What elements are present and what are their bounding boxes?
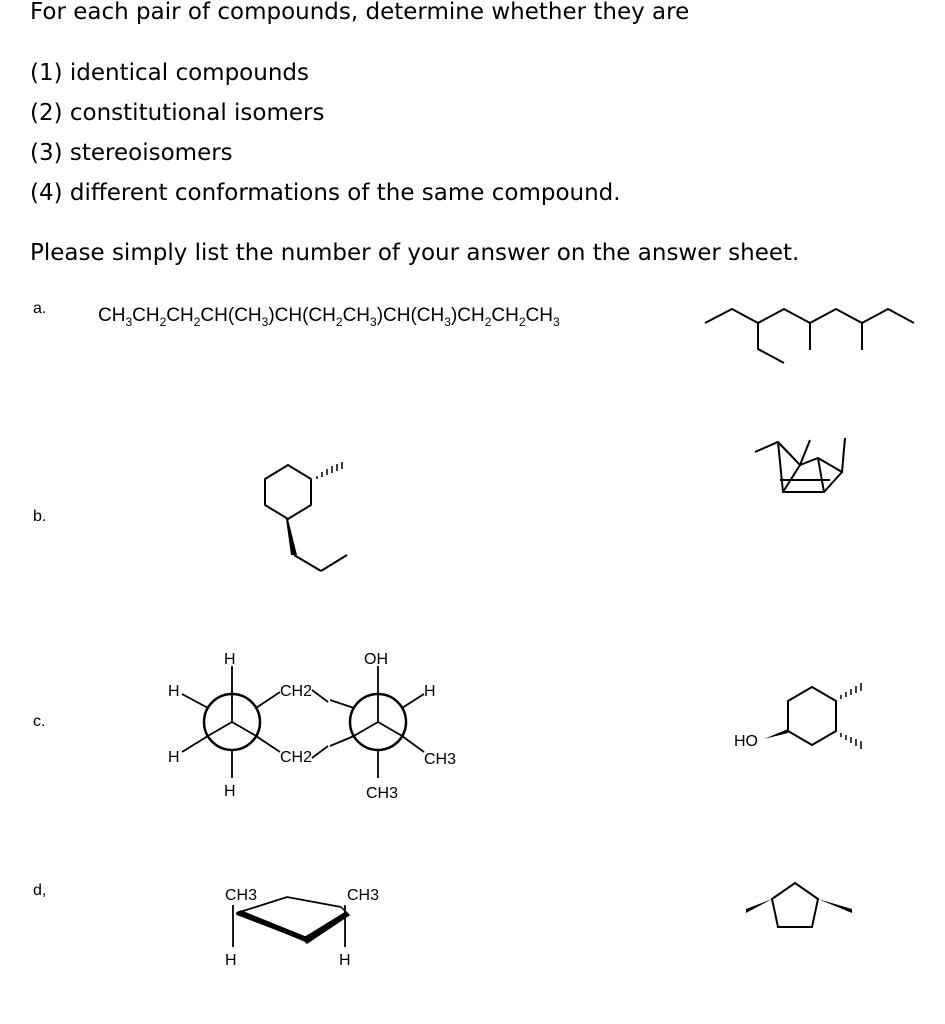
newman-right-top-oh: OH (364, 651, 388, 668)
right-ch3-label: CH3 (347, 887, 379, 904)
solid-wedge-bond (746, 899, 772, 913)
newman-left-top-h: H (224, 651, 236, 668)
instruction-text: Please simply list the number of your an… (30, 240, 800, 266)
newman-left-lower-right-ch2: CH2 (280, 749, 312, 766)
problem-a-skeletal-structure (704, 307, 915, 364)
problem-a-label: a. (33, 300, 47, 317)
option-identical: (1) identical compounds (30, 60, 309, 86)
newman-right-upper-right-h: H (424, 683, 436, 700)
newman-left-upper-right-ch2: CH2 (280, 683, 312, 700)
newman-right-lower-right-ch3: CH3 (424, 751, 456, 768)
option-stereoisomers: (3) stereoisomers (30, 140, 233, 166)
left-h-label: H (225, 952, 237, 969)
problem-a-formula: CH3CH2CH2CH(CH3)CH(CH2CH3)CH(CH3)CH2CH2C… (98, 305, 560, 329)
option-conformations: (4) different conformations of the same … (30, 180, 621, 206)
problem-d-cyclopentane-structure (746, 881, 852, 928)
problem-d-label: d, (33, 882, 47, 899)
problem-c-cyclohexanol-structure: HO (734, 683, 862, 750)
problem-d-perspective-ring: CH3 CH3 H H (225, 887, 379, 969)
option-constitutional: (2) constitutional isomers (30, 100, 325, 126)
solid-wedge-bond (818, 899, 852, 913)
left-ch3-label: CH3 (225, 887, 257, 904)
solid-wedge-bond (286, 519, 297, 555)
newman-left-lower-left-h: H (168, 749, 180, 766)
solid-wedge-bond (764, 729, 788, 739)
problem-b-label: b. (33, 508, 47, 525)
problem-b-chair-structure (754, 437, 846, 493)
question-intro: For each pair of compounds, determine wh… (30, 0, 690, 25)
hashed-wedge-bond (316, 462, 343, 479)
hashed-wedge-bond (840, 733, 862, 749)
newman-left-bottom-h: H (224, 783, 236, 800)
problem-c-label: c. (33, 713, 46, 730)
hashed-wedge-bond (840, 683, 862, 699)
ho-group-label: HO (734, 733, 758, 750)
problem-b-cyclohexane-structure (264, 462, 348, 572)
newman-right-bottom-ch3: CH3 (366, 785, 398, 802)
newman-left-upper-left-h: H (168, 683, 180, 700)
problem-c-newman-projections: H H CH2 H CH2 H OH H CH3 CH3 (168, 651, 456, 802)
right-h-label: H (339, 952, 351, 969)
